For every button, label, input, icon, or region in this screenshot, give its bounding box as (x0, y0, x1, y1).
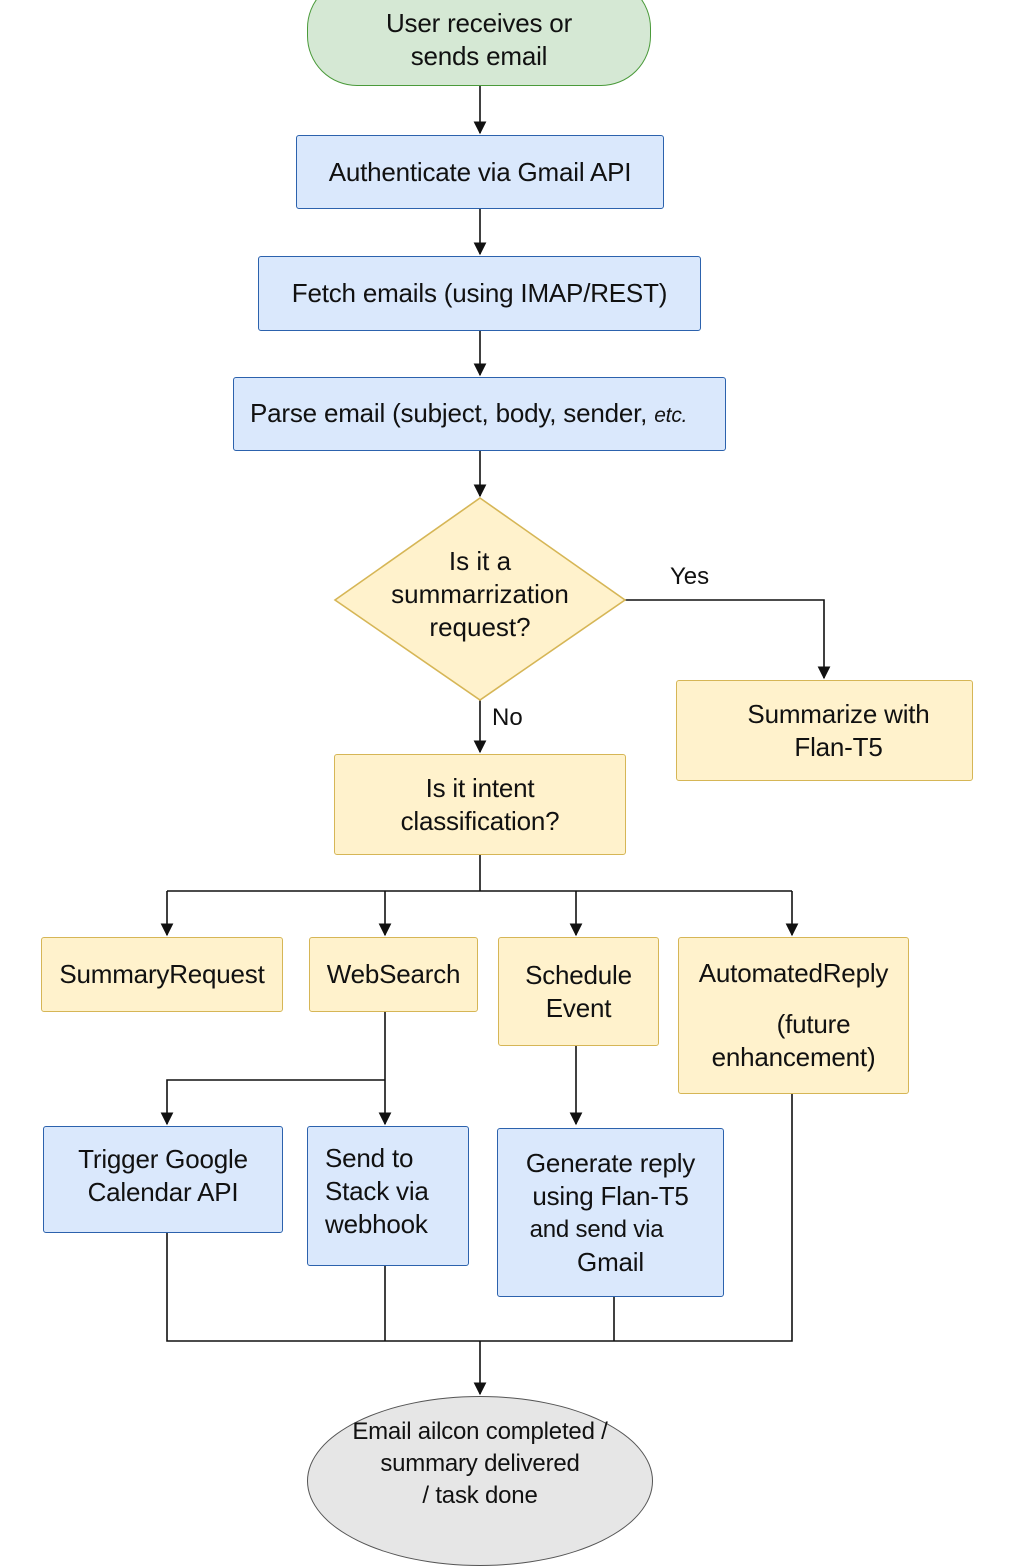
intent-line-2: classification? (400, 805, 560, 836)
stack-webhook-line-2: Stack via (325, 1175, 429, 1206)
parse-email-node: Parse email (subject, body, sender, etc. (233, 377, 726, 451)
edge-web-search-calendar (160, 1079, 385, 1126)
stack-webhook-line-3: webhook (325, 1208, 428, 1239)
edge-decision-yes (625, 599, 831, 680)
google-calendar-node: Trigger Google Calendar API (43, 1126, 283, 1233)
stack-webhook-line-1: Send to (325, 1142, 414, 1173)
summarize-line-1: Summarize with (747, 698, 930, 729)
intent-line-1: Is it intent (425, 772, 535, 803)
automated-reply-line-2: (future (776, 1009, 851, 1039)
parse-email-label: Parse email (subject, body, sender, etc. (250, 397, 687, 432)
start-node: User receives or sends email (307, 0, 651, 86)
summary-request-label: SummaryRequest (59, 959, 265, 989)
yes-label: Yes (670, 563, 710, 590)
generate-reply-node: Generate reply using Flan-T5 and send vi… (497, 1128, 724, 1297)
start-line-1: User receives or (385, 8, 573, 38)
parse-email-etc: etc. (654, 403, 688, 427)
generate-reply-line-2: using Flan-T5 (532, 1180, 689, 1211)
authenticate-node: Authenticate via Gmail API (296, 135, 664, 209)
schedule-event-node: Schedule Event (498, 937, 659, 1046)
summarize-line-2: Flan-T5 (794, 731, 883, 762)
web-search-node: WebSearch (309, 937, 478, 1012)
decision-line-1: Is it a (448, 545, 512, 576)
decision-line-3: request? (429, 611, 531, 642)
fetch-emails-node: Fetch emails (using IMAP/REST) (258, 256, 701, 331)
summary-request-node: SummaryRequest (41, 937, 283, 1012)
end-line-3: / task done (422, 1482, 538, 1509)
automated-reply-node: AutomatedReply (future enhancement) (678, 937, 909, 1094)
google-calendar-line-2: Calendar API (87, 1176, 239, 1207)
decision-line-2: summarrization (391, 578, 569, 609)
decision-diamond (333, 497, 627, 701)
schedule-event-line-2: Event (545, 992, 612, 1023)
generate-reply-line-3: and send via (529, 1215, 664, 1243)
automated-reply-line-3: enhancement) (711, 1042, 876, 1072)
web-search-label: WebSearch (326, 959, 461, 989)
automated-reply-line-1: AutomatedReply (698, 958, 889, 988)
parse-email-main: Parse email (subject, body, sender, (250, 397, 655, 428)
end-line-2: summary delivered (380, 1450, 580, 1477)
intent-classification-node: Is it intent classification? (334, 754, 626, 855)
no-label: No (492, 704, 523, 731)
schedule-event-line-1: Schedule (525, 959, 632, 990)
google-calendar-line-1: Trigger Google (78, 1143, 248, 1174)
generate-reply-line-4: Gmail (577, 1246, 644, 1277)
start-line-2: sends email (410, 41, 548, 71)
decision-label: Is it a summarrization request? (355, 544, 605, 644)
generate-reply-line-1: Generate reply (525, 1147, 696, 1178)
fetch-emails-label: Fetch emails (using IMAP/REST) (291, 278, 668, 308)
authenticate-label: Authenticate via Gmail API (328, 156, 632, 187)
summarize-node: Summarize with Flan-T5 (676, 680, 973, 781)
end-line-1: Email ailcon completed / (352, 1418, 608, 1445)
stack-webhook-node: Send to Stack via webhook (307, 1126, 469, 1266)
end-node: Email ailcon completed / summary deliver… (307, 1396, 653, 1566)
